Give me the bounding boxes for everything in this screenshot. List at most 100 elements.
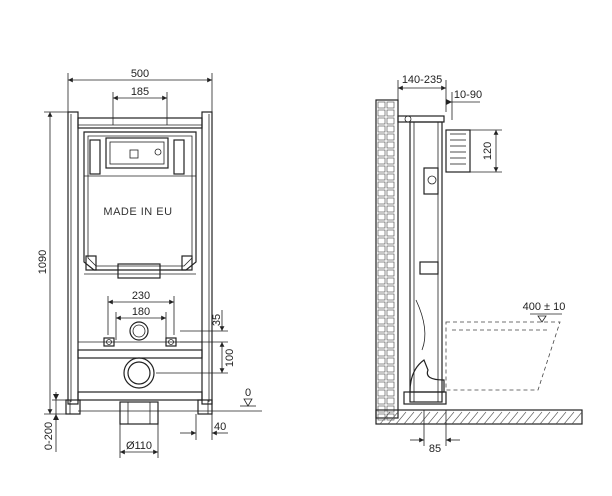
- floor-hatch-line: [563, 411, 575, 425]
- wall-tile: [377, 125, 386, 133]
- wall-tile: [386, 101, 395, 109]
- wall-tile: [377, 245, 386, 253]
- floor-slab: [375, 409, 583, 425]
- wall-tile: [377, 309, 386, 317]
- wall-tile: [377, 117, 386, 125]
- wall-tile: [386, 357, 395, 365]
- plate-height-label: 120: [482, 142, 494, 160]
- depth-label: 140-235: [402, 74, 442, 86]
- wall-tile: [386, 133, 395, 141]
- floor-hatch-line: [419, 411, 431, 425]
- wall-tile: [386, 317, 395, 325]
- wall-tile: [377, 213, 386, 221]
- toilet-bowl-outline: 400 ± 10: [445, 301, 566, 391]
- wall-section: [375, 99, 399, 421]
- wall-tile: [386, 157, 395, 165]
- wall-tile: [386, 141, 395, 149]
- floor-hatch-line: [539, 411, 551, 425]
- leg-offset-label: 40: [214, 421, 226, 433]
- zero-label: 0: [245, 387, 251, 399]
- wall-tile: [377, 205, 386, 213]
- wall-tile: [386, 365, 395, 373]
- width-label: 500: [131, 68, 149, 80]
- wall-tile: [377, 301, 386, 309]
- floor-hatch-line: [459, 411, 471, 425]
- cistern: MADE IN EU: [83, 131, 197, 279]
- leg-adjust-label: 0-200: [43, 422, 55, 450]
- plate-offset-label: 10-90: [454, 89, 482, 101]
- wall-tile: [386, 405, 395, 413]
- wall-tile: [377, 165, 386, 173]
- wall-tile: [386, 349, 395, 357]
- outlet-pipe: [119, 357, 159, 425]
- floor-hatch-line: [443, 411, 455, 425]
- base-offset-label: 85: [429, 443, 441, 455]
- wall-tile: [377, 317, 386, 325]
- wall-tile: [386, 373, 395, 381]
- wall-tile: [386, 149, 395, 157]
- side-view: 140-235 10-90: [375, 74, 583, 455]
- plate-offset-dimension: 10-90: [446, 89, 482, 120]
- wall-tile: [386, 413, 395, 421]
- floor-hatch-line: [523, 411, 535, 425]
- wall-tile: [386, 205, 395, 213]
- wall-tile: [386, 173, 395, 181]
- base-offset-dimension: 85: [410, 410, 460, 455]
- inner-spacing-label: 180: [132, 306, 150, 318]
- wall-tile: [377, 357, 386, 365]
- wall-tile: [386, 237, 395, 245]
- front-view: 500 185: [37, 68, 262, 458]
- wall-tile: [386, 245, 395, 253]
- bowl-height-label: 400 ± 10: [523, 301, 566, 313]
- frame-structure: [65, 111, 213, 415]
- wall-tile: [377, 277, 386, 285]
- wall-tile: [377, 269, 386, 277]
- wall-tile: [377, 373, 386, 381]
- floor-hatch-line: [547, 411, 559, 425]
- cistern-label: MADE IN EU: [103, 206, 172, 218]
- wall-tile: [386, 221, 395, 229]
- wall-tile: [377, 381, 386, 389]
- wall-tile: [386, 277, 395, 285]
- wall-tile: [377, 389, 386, 397]
- wall-tile: [377, 133, 386, 141]
- top-bracket-dimension: 185: [112, 86, 168, 125]
- floor-hatch-line: [531, 411, 543, 425]
- wall-tile: [386, 109, 395, 117]
- wall-tile: [377, 285, 386, 293]
- outlet-height-label: 100: [224, 349, 236, 367]
- floor-hatch-line: [427, 411, 439, 425]
- floor-level-marker: 0: [78, 387, 262, 412]
- wall-tile: [377, 365, 386, 373]
- height-label: 1090: [37, 250, 49, 274]
- floor-hatch-line: [435, 411, 447, 425]
- wall-tile: [386, 301, 395, 309]
- wall-tile: [377, 293, 386, 301]
- wall-tile: [386, 325, 395, 333]
- wall-tile: [386, 181, 395, 189]
- wall-tile: [386, 293, 395, 301]
- wall-tile: [377, 189, 386, 197]
- wall-tile: [377, 197, 386, 205]
- width-dimension: 500: [67, 68, 213, 118]
- connector-spacing-dimensions: 230 180: [107, 290, 175, 340]
- frame-side-profile: [397, 115, 447, 405]
- floor-hatch-line: [499, 411, 511, 425]
- wall-tile: [386, 269, 395, 277]
- pipe-diameter-label: Ø110: [126, 440, 152, 452]
- wall-tile: [377, 341, 386, 349]
- wall-tile: [377, 325, 386, 333]
- wall-tile: [386, 397, 395, 405]
- floor-hatch-line: [515, 411, 527, 425]
- wall-tile: [377, 413, 386, 421]
- wall-tile: [386, 189, 395, 197]
- wall-tile: [377, 405, 386, 413]
- wall-tile: [386, 117, 395, 125]
- wall-tile: [377, 101, 386, 109]
- inlet-height-label: 35: [211, 314, 223, 326]
- leg-adjust-dimension: 0-200: [43, 392, 66, 452]
- wall-tile: [386, 229, 395, 237]
- wall-tile: [386, 125, 395, 133]
- floor-hatch-line: [451, 411, 463, 425]
